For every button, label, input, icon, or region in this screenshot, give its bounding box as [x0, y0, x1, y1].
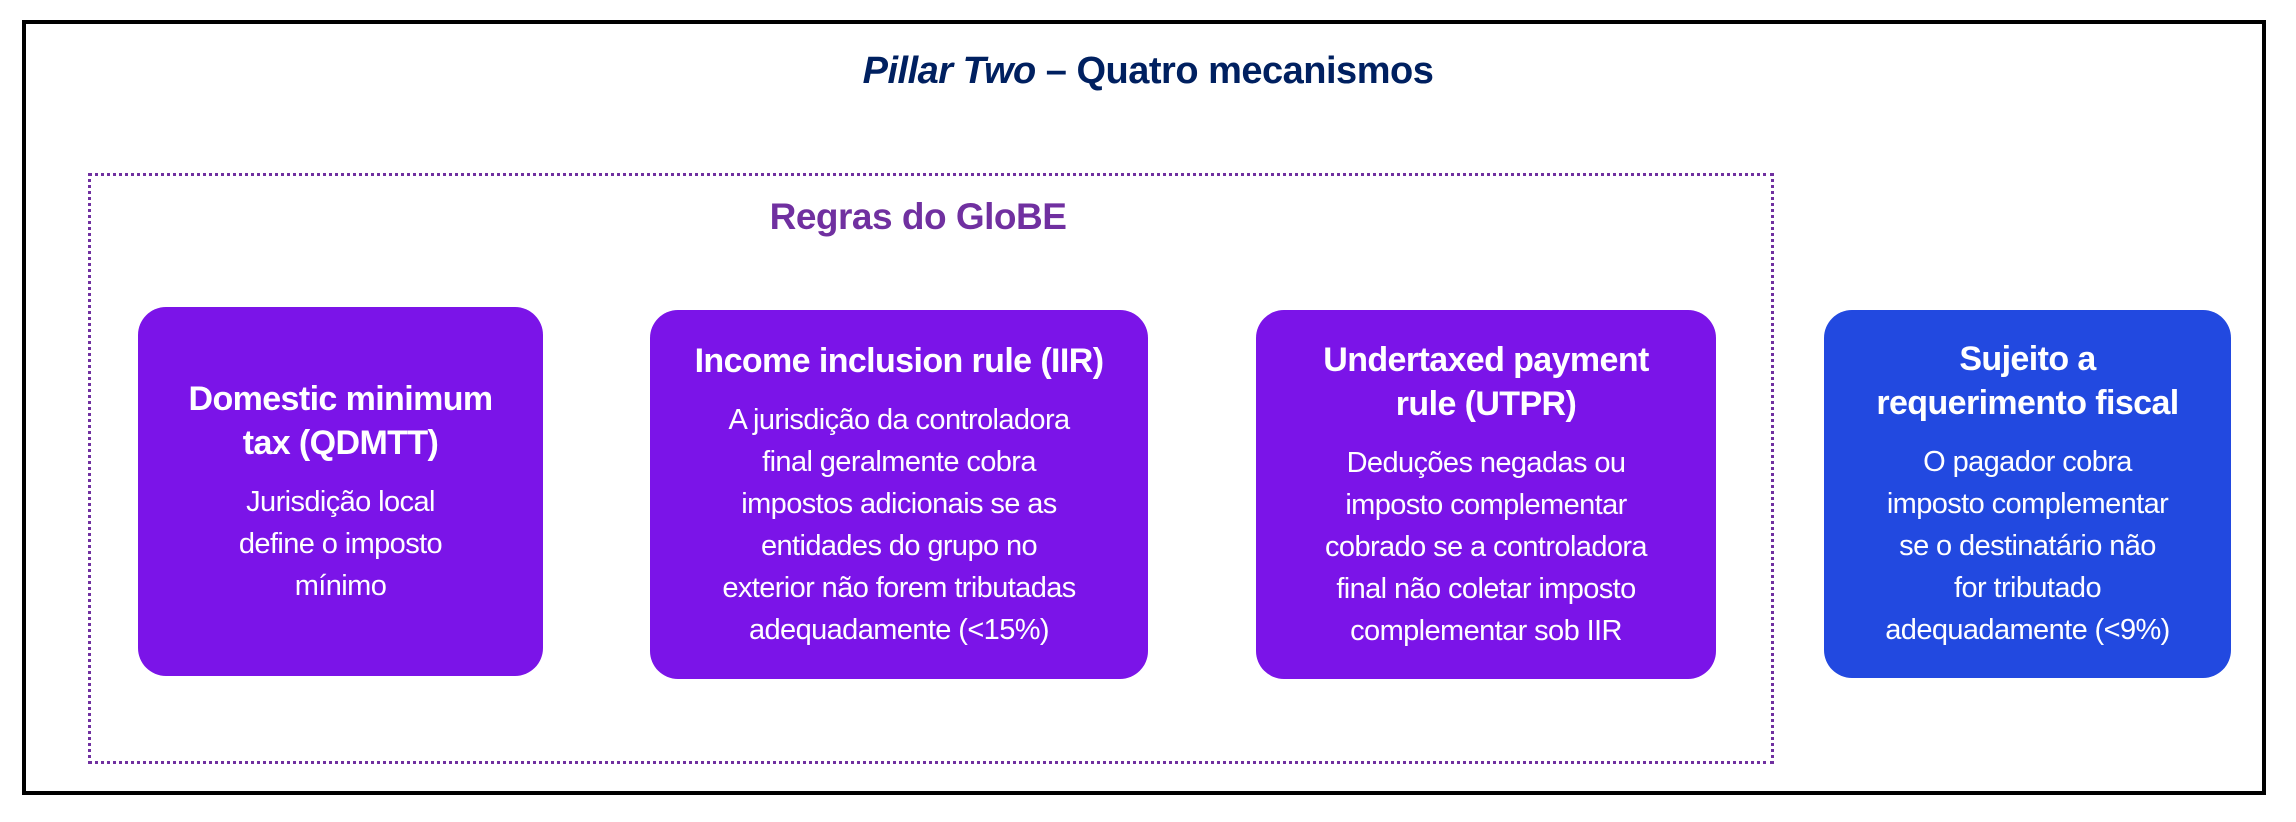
globe-rules-title: Regras do GloBE [769, 196, 1067, 237]
globe-rules-group [88, 173, 1774, 764]
card-heading: Undertaxed payment rule (UTPR) [1323, 340, 1649, 423]
diagram-title: Pillar Two – Quatro mecanismos [0, 50, 2296, 93]
card-body: O pagador cobra imposto complementar se … [1885, 446, 2170, 646]
card-body: Deduções negadas ou imposto complementar… [1325, 446, 1648, 647]
card-heading: Income inclusion rule (IIR) [694, 341, 1104, 380]
title-italic: Pillar Two [862, 50, 1037, 92]
card-qdmtt: Domestic minimum tax (QDMTT) Jurisdição … [138, 307, 543, 676]
card-body: A jurisdição da controladora final geral… [722, 403, 1076, 646]
diagram-frame [22, 20, 2266, 795]
card-heading: Sujeito a requerimento fiscal [1876, 340, 2179, 422]
card-iir: Income inclusion rule (IIR) A jurisdição… [650, 310, 1148, 679]
card-heading: Domestic minimum tax (QDMTT) [188, 379, 493, 462]
card-utpr: Undertaxed payment rule (UTPR) Deduções … [1256, 310, 1716, 679]
card-subject-to-tax: Sujeito a requerimento fiscal O pagador … [1824, 310, 2231, 678]
card-body: Jurisdição local define o imposto mínimo [238, 485, 443, 602]
title-rest: – Quatro mecanismos [1035, 50, 1434, 92]
